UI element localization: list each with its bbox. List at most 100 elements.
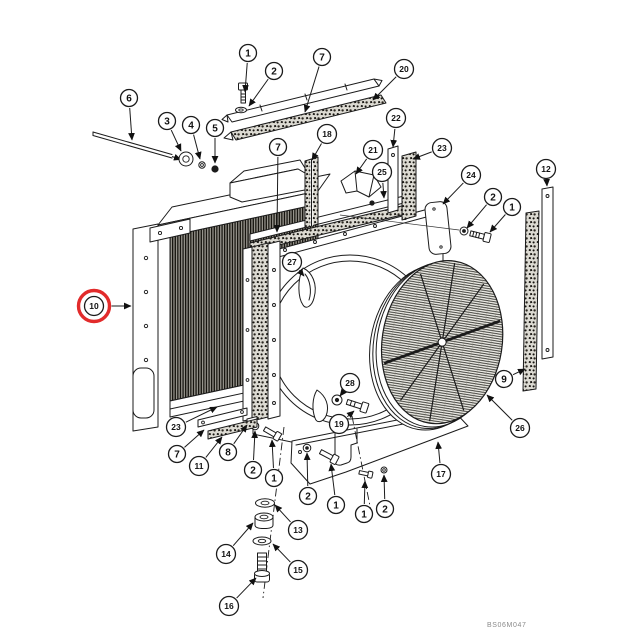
bolt-1-a (262, 426, 282, 442)
callout-24: 24 (442, 164, 482, 205)
callout-number: 17 (436, 469, 446, 479)
bolt-axis-line (339, 214, 460, 231)
leader-arrow (346, 410, 355, 419)
callout-2: 2 (375, 474, 395, 519)
callout-22: 22 (385, 107, 407, 148)
callout-balloon (362, 139, 384, 161)
callout-1: 1 (238, 43, 258, 93)
callout-balloon (431, 137, 453, 159)
callout-number: 20 (399, 64, 409, 74)
callout-number: 6 (126, 94, 132, 105)
callout-balloon (83, 295, 105, 317)
callout-balloon (238, 43, 258, 63)
callout-balloon (215, 543, 237, 565)
leader-arrow (268, 439, 276, 469)
bolt-1-right (469, 230, 492, 243)
callout-13: 13 (274, 504, 309, 541)
callout-balloon (393, 58, 415, 80)
callout-number: 13 (293, 525, 303, 535)
leader-arrow (390, 128, 398, 148)
washer-13 (255, 498, 275, 508)
callout-balloon (385, 107, 407, 129)
grommet-3 (178, 151, 194, 167)
callout-number: 9 (501, 375, 507, 386)
callout-25: 25 (371, 161, 393, 199)
bolt-1-b (318, 449, 340, 465)
callout-10: 10 (76, 288, 132, 324)
callout-number: 23 (437, 143, 447, 153)
callout-number: 7 (319, 53, 325, 64)
latch-lower (312, 389, 329, 423)
leader-arrow (296, 268, 305, 277)
callout-number: 7 (275, 143, 281, 154)
callout-balloon (483, 187, 503, 207)
callout-1: 1 (489, 197, 522, 233)
leader-arrow (328, 463, 336, 496)
callout-number: 18 (322, 129, 332, 139)
callout-14: 14 (215, 522, 254, 565)
callout-number: 26 (515, 423, 525, 433)
callout-number: 7 (174, 450, 180, 461)
leader-arrow (272, 543, 291, 563)
callout-balloon (218, 442, 238, 462)
callout-number: 23 (171, 422, 181, 432)
nut-5 (211, 165, 219, 173)
callout-number: 21 (368, 145, 378, 155)
shroud-left-flange (267, 240, 281, 420)
callout-2: 2 (466, 187, 503, 229)
callout-number: 2 (271, 67, 277, 78)
callout-6: 6 (119, 88, 139, 141)
leader-arrow (193, 134, 202, 160)
callout-number: 10 (89, 301, 99, 311)
strip-22 (387, 145, 399, 214)
leader-arrow (205, 436, 223, 458)
latch-27 (298, 267, 316, 308)
callout-balloon (312, 47, 332, 67)
fan-guard (369, 260, 504, 431)
leader-arrow (442, 182, 464, 205)
washer-28 (331, 394, 343, 406)
callout-8: 8 (218, 424, 248, 462)
callout-number: 12 (541, 164, 551, 174)
callout-balloon (354, 504, 374, 524)
callout-number: 1 (509, 203, 515, 214)
highlight-ring (76, 288, 112, 324)
washer-4 (198, 161, 206, 169)
callout-balloon (339, 372, 361, 394)
leader-arrow (303, 452, 311, 487)
callout-number: 15 (293, 565, 303, 575)
callout-balloon (264, 468, 284, 488)
bolt-1-top (238, 82, 248, 104)
callout-1: 1 (264, 439, 284, 488)
callout-balloon (205, 118, 225, 138)
callout-balloon (460, 164, 482, 186)
callout-balloon (218, 595, 240, 617)
washer-2-c (380, 466, 388, 474)
callout-7: 7 (303, 47, 332, 113)
leader-arrow (242, 62, 249, 93)
seal-strip-18 (304, 156, 319, 229)
callout-7: 7 (268, 137, 288, 233)
callout-number: 2 (490, 193, 496, 204)
leader-arrow (232, 522, 254, 547)
callout-19: 19 (328, 410, 355, 435)
seal-strip-23-upper (401, 151, 417, 221)
bolt-1-c (358, 470, 374, 479)
leader-arrow (303, 66, 320, 113)
callout-balloon (165, 416, 187, 438)
callout-20: 20 (372, 58, 415, 101)
callout-balloon (287, 519, 309, 541)
callout-balloon (119, 88, 139, 108)
gap-strip (242, 246, 253, 422)
callout-balloon (298, 486, 318, 506)
callout-9: 9 (494, 368, 526, 389)
callout-17: 17 (430, 441, 452, 485)
callout-number: 5 (212, 124, 218, 135)
callout-number: 25 (377, 167, 387, 177)
leader-arrow (251, 430, 259, 461)
bushing-14 (254, 512, 274, 529)
callout-balloon (243, 460, 263, 480)
callout-balloon (181, 115, 201, 135)
callout-balloon (281, 251, 303, 273)
